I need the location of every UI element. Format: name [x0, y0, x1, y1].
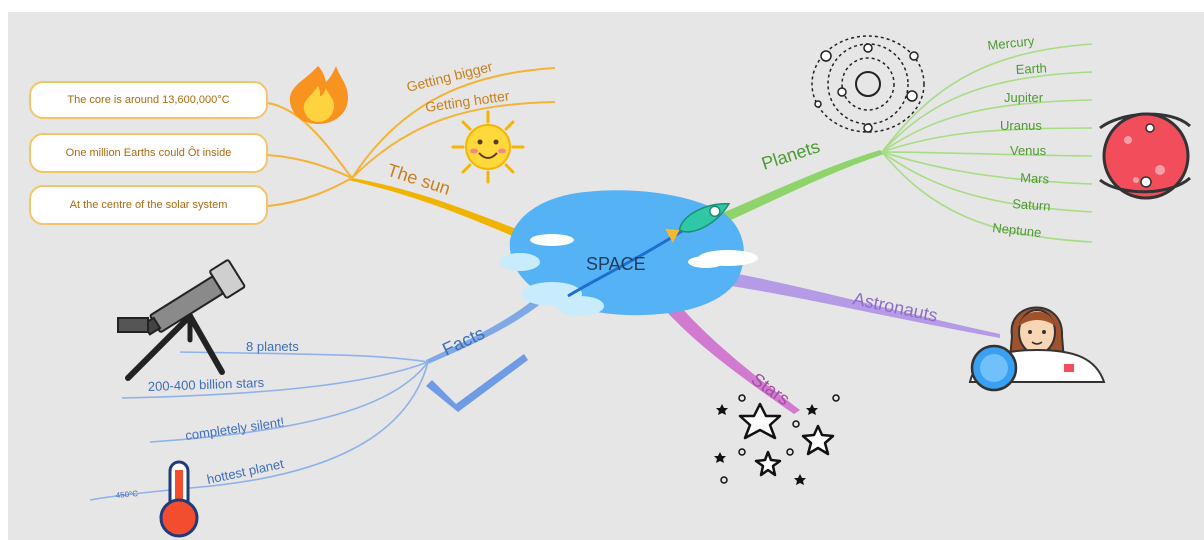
- telescope-icon: [117, 259, 246, 381]
- planet-branch-line: [881, 71, 1093, 153]
- planet-label: Earth: [1015, 60, 1047, 77]
- checkmark-icon: [426, 354, 528, 412]
- sun-branch-line: [267, 102, 353, 179]
- planet-label: Jupiter: [1004, 90, 1044, 105]
- planet-label: Saturn: [1012, 196, 1051, 214]
- planet-branch-line: [881, 151, 1093, 185]
- astronauts-main-branch: [705, 268, 1000, 338]
- astronaut-icon: [968, 306, 1106, 392]
- facts-branch-line: [121, 361, 429, 399]
- facts-branch-line: [179, 351, 429, 363]
- planet-label: Venus: [1010, 143, 1047, 158]
- sun-fact-box: The core is around 13,600,000°C: [29, 81, 268, 119]
- planet-branch-line: [881, 151, 1093, 213]
- fact-label: 8 planets: [246, 339, 299, 354]
- thermometer-label: 450°C: [115, 489, 138, 500]
- rocket-icon: [665, 203, 731, 243]
- sun-fact-box: At the centre of the solar system: [29, 185, 268, 225]
- cloud-decoration: [500, 253, 604, 316]
- sun-fact-text: One million Earths could Ôt inside: [65, 146, 232, 159]
- facts-branch-line: [149, 361, 429, 443]
- planet-branch-line: [881, 151, 1093, 243]
- fire-icon: [289, 66, 348, 124]
- sun-fact-text: At the centre of the solar system: [69, 198, 228, 211]
- sun-fact-text: The core is around 13,600,000°C: [67, 93, 230, 106]
- stars-main-branch: [648, 282, 800, 414]
- red-planet-icon: [1099, 112, 1192, 200]
- planet-label: Mars: [1020, 170, 1050, 187]
- fact-label: 200-400 billion stars: [148, 375, 265, 394]
- sun-icon: [451, 110, 525, 184]
- planet-label: Mercury: [987, 33, 1036, 53]
- planet-label: Neptune: [992, 220, 1042, 240]
- stars-icon: [714, 394, 840, 485]
- planet-label: Uranus: [1000, 118, 1042, 133]
- sun-fact-box: One million Earths could Ôt inside: [29, 133, 268, 173]
- planet-branch-line: [881, 43, 1093, 153]
- planet-branch-line: [881, 99, 1093, 153]
- planet-branch-line: [881, 151, 1093, 157]
- planets-main-branch: [700, 150, 884, 232]
- sun-branch-line: [351, 67, 556, 179]
- sun-branch-line: [351, 101, 556, 179]
- sun-main-branch: [348, 178, 525, 240]
- planet-branch-line: [881, 127, 1093, 153]
- thermometer-icon: [159, 460, 199, 538]
- facts-branch-line: [89, 361, 429, 501]
- sun-branch-line: [267, 177, 353, 207]
- solar-system-icon: [811, 35, 925, 133]
- center-title: SPACE: [586, 254, 646, 274]
- sun-branch-line: [267, 154, 353, 179]
- cloud-decoration: [530, 234, 758, 268]
